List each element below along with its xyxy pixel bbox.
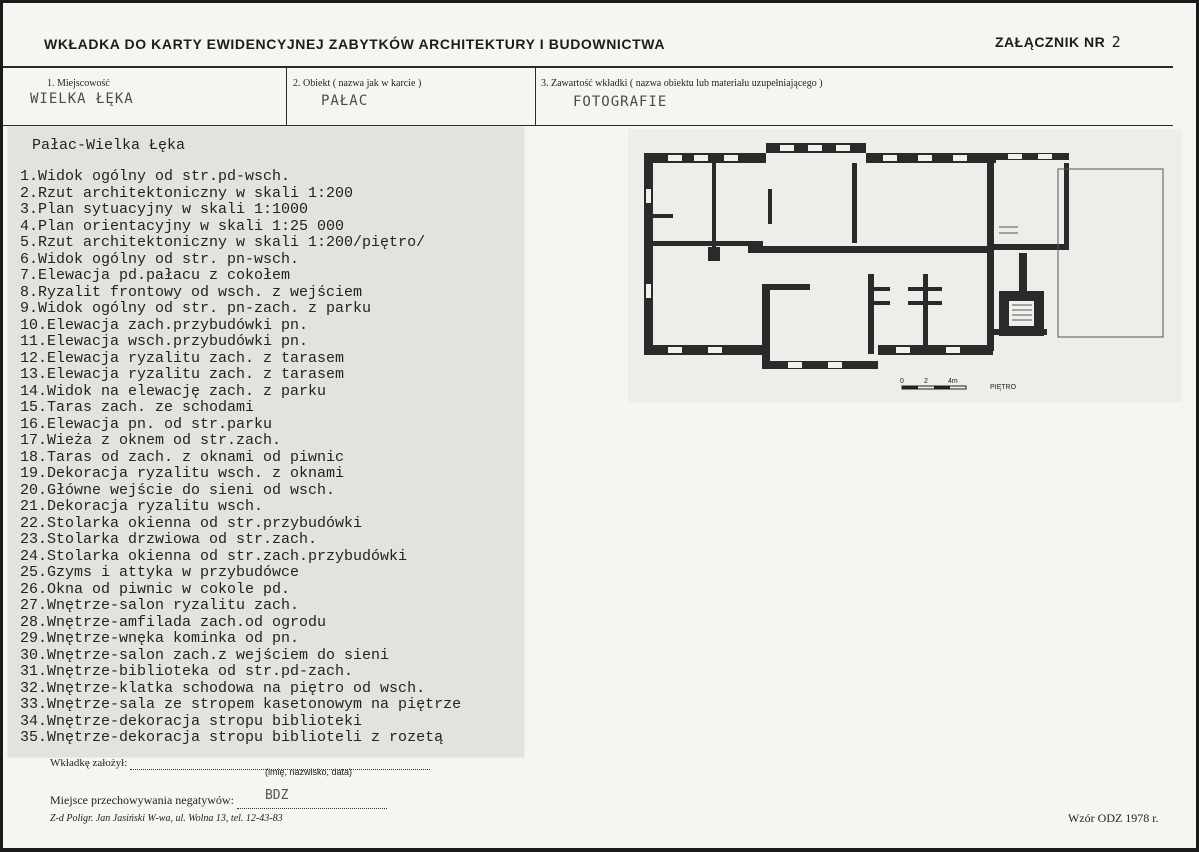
header-top-rule	[3, 66, 1173, 68]
photo-list-title: Pałac-Wielka Łęka	[32, 137, 186, 154]
column-divider-1	[286, 68, 287, 126]
photo-list-item: 30.Wnętrze-salon zach.z wejściem do sien…	[20, 646, 390, 664]
photo-list-item: 25.Gzyms i attyka w przybudówce	[20, 564, 300, 581]
field-locality-value: WIELKA ŁĘKA	[30, 91, 134, 107]
photo-list-item: 27.Wnętrze-salon ryzalitu zach.	[20, 597, 300, 614]
compiled-by-field	[130, 757, 431, 770]
photo-list-item: 16.Elewacja pn. od str.parku	[20, 415, 273, 433]
photo-list-item: 19.Dekoracja ryzalitu wsch. z oknami	[20, 465, 345, 482]
photo-list-item: 10.Elewacja zach.przybudówki pn.	[20, 316, 309, 334]
compiled-by-caption: (imię, nazwisko, data)	[265, 767, 353, 777]
svg-text:0: 0	[900, 378, 904, 385]
floor-plan-svg: 0 2 4m PIĘTRO	[644, 143, 1164, 391]
field-contents-label: 3. Zawartość wkładki ( nazwa obiektu lub…	[541, 78, 823, 89]
photo-list-item: 6.Widok ogólny od str. pn-wsch.	[20, 250, 300, 268]
annex-number: 2	[1111, 33, 1122, 51]
photo-list-item: 29.Wnętrze-wnęka kominka od pn.	[20, 630, 300, 647]
field-object-value: PAŁAC	[321, 93, 369, 109]
photo-list-item: 11.Elewacja wsch.przybudówki pn.	[20, 333, 309, 350]
photo-list-item: 21.Dekoracja ryzalitu wsch.	[20, 498, 264, 515]
svg-text:4m: 4m	[948, 378, 958, 385]
column-divider-2	[535, 68, 536, 126]
inventory-card-insert: WKŁADKA DO KARTY EWIDENCYJNEJ ZABYTKÓW A…	[3, 3, 1196, 848]
compiled-by-label: Wkładkę założył:	[50, 757, 128, 769]
printer-imprint: Z-d Poligr. Jan Jasiński W-wa, ul. Wolna…	[50, 813, 283, 824]
typed-photo-list-sheet: Pałac-Wielka Łęka 1.Widok ogólny od str.…	[8, 127, 524, 757]
photo-list-item: 14.Widok na elewację zach. z parku	[20, 382, 327, 400]
negatives-storage-label: Miejsce przechowywania negatywów:	[50, 793, 234, 807]
field-locality-label: 1. Miejscowość	[47, 78, 110, 89]
photo-list-item: 7.Elewacja pd.pałacu z cokołem	[20, 267, 291, 284]
photo-list-item: 26.Okna od piwnic w cokole pd.	[20, 580, 291, 598]
svg-text:2: 2	[924, 378, 928, 385]
photo-list-item: 31.Wnętrze-biblioteka od str.pd-zach.	[20, 663, 354, 680]
negatives-storage-field: BDZ	[236, 788, 387, 809]
photo-list-item: 4.Plan orientacyjny w skali 1:25 000	[20, 217, 345, 235]
photo-list-item: 5.Rzut architektoniczny w skali 1:200/pi…	[20, 234, 426, 251]
photo-list-item: 23.Stolarka drzwiowa od str.zach.	[20, 531, 318, 548]
photo-list-item: 3.Plan sytuacyjny w skali 1:1000	[20, 201, 309, 218]
photo-list-item: 1.Widok ogólny od str.pd-wsch.	[20, 168, 291, 185]
form-title: WKŁADKA DO KARTY EWIDENCYJNEJ ZABYTKÓW A…	[44, 36, 666, 52]
photo-list-item: 8.Ryzalit frontowy od wsch. z wejściem	[20, 283, 363, 301]
annex-label-text: ZAŁĄCZNIK NR	[995, 34, 1106, 50]
floor-plan-drawing: 0 2 4m PIĘTRO	[628, 129, 1182, 402]
form-model: Wzór ODZ 1978 r.	[1068, 811, 1159, 825]
photo-list-item: 15.Taras zach. ze schodami	[20, 399, 255, 416]
photo-list-item: 24.Stolarka okienna od str.zach.przybudó…	[20, 547, 408, 565]
photo-list-item: 33.Wnętrze-sala ze stropem kasetonowym n…	[20, 696, 462, 713]
header-bottom-rule	[3, 125, 1173, 126]
photo-list-item: 9.Widok ogólny od str. pn-zach. z parku	[20, 300, 372, 317]
compiled-by-line: Wkładkę założył:	[50, 757, 431, 770]
photo-list-item: 35.Wnętrze-dekoracja stropu biblioteli z…	[20, 729, 444, 746]
field-contents-value: FOTOGRAFIE	[573, 94, 668, 110]
photo-list: 1.Widok ogólny od str.pd-wsch.2.Rzut arc…	[20, 168, 462, 747]
annex-label: ZAŁĄCZNIK NR 2	[995, 33, 1121, 51]
photo-list-item: 13.Elewacja ryzalitu zach. z tarasem	[20, 366, 345, 383]
photo-list-item: 34.Wnętrze-dekoracja stropu biblioteki	[20, 712, 363, 730]
photo-list-item: 22.Stolarka okienna od str.przybudówki	[20, 514, 363, 532]
photo-list-item: 12.Elewacja ryzalitu zach. z tarasem	[20, 349, 345, 367]
photo-list-item: 2.Rzut architektoniczny w skali 1:200	[20, 184, 354, 202]
photo-list-item: 17.Wieża z oknem od str.zach.	[20, 432, 282, 449]
negatives-storage-value: BDZ	[264, 788, 289, 803]
photo-list-item: 20.Główne wejście do sieni od wsch.	[20, 481, 336, 499]
plan-floor-label: PIĘTRO	[990, 384, 1017, 391]
photo-list-item: 18.Taras od zach. z oknami od piwnic	[20, 448, 345, 466]
negatives-storage-line: Miejsce przechowywania negatywów: BDZ	[50, 788, 387, 809]
field-object-label: 2. Obiekt ( nazwa jak w karcie )	[293, 78, 422, 89]
scale-bar: 0 2 4m PIĘTRO	[900, 378, 1017, 391]
photo-list-item: 28.Wnętrze-amfilada zach.od ogrodu	[20, 613, 327, 631]
photo-list-item: 32.Wnętrze-klatka schodowa na piętro od …	[20, 679, 426, 697]
